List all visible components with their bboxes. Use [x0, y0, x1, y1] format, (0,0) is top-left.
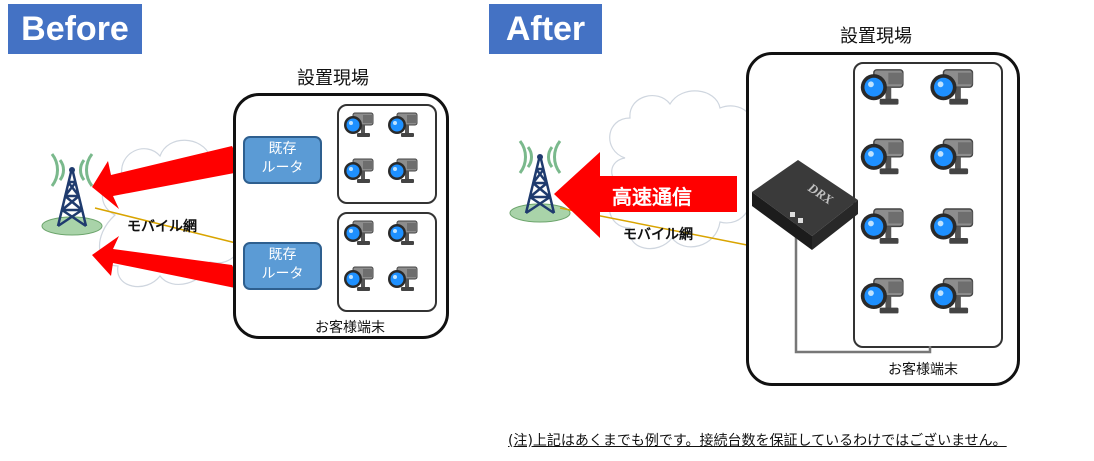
router-label-line1: 既存 — [268, 247, 297, 263]
mobile-network-label-before: モバイル網 — [127, 219, 197, 235]
existing-router-2: 既存 ルータ — [243, 242, 322, 290]
high-speed-label: 高速通信 — [612, 185, 692, 209]
arrow-icon — [554, 152, 737, 238]
disclaimer-note: (注)上記はあくまでも例です。接続台数を保証しているわけではございません。 — [508, 433, 1007, 449]
router-label-line2: ルータ — [261, 160, 304, 176]
camera-group-1 — [337, 104, 437, 204]
router-label-line1: 既存 — [268, 141, 297, 157]
before-tag: Before — [8, 4, 142, 54]
site-title-before: 設置現場 — [297, 68, 369, 89]
customer-terminal-label-after: お客様端末 — [888, 362, 958, 378]
site-title-after: 設置現場 — [840, 26, 912, 47]
camera-group-after — [853, 62, 1003, 348]
after-tag: After — [489, 4, 602, 54]
mobile-link-line — [94, 207, 241, 245]
mobile-network-label-after: モバイル網 — [623, 227, 693, 243]
camera-group-2 — [337, 212, 437, 312]
arrow-icon — [92, 236, 245, 290]
existing-router-1: 既存 ルータ — [243, 136, 322, 184]
arrow-icon — [92, 146, 245, 209]
customer-terminal-label-before: お客様端末 — [315, 320, 385, 336]
router-label-line2: ルータ — [261, 266, 304, 282]
